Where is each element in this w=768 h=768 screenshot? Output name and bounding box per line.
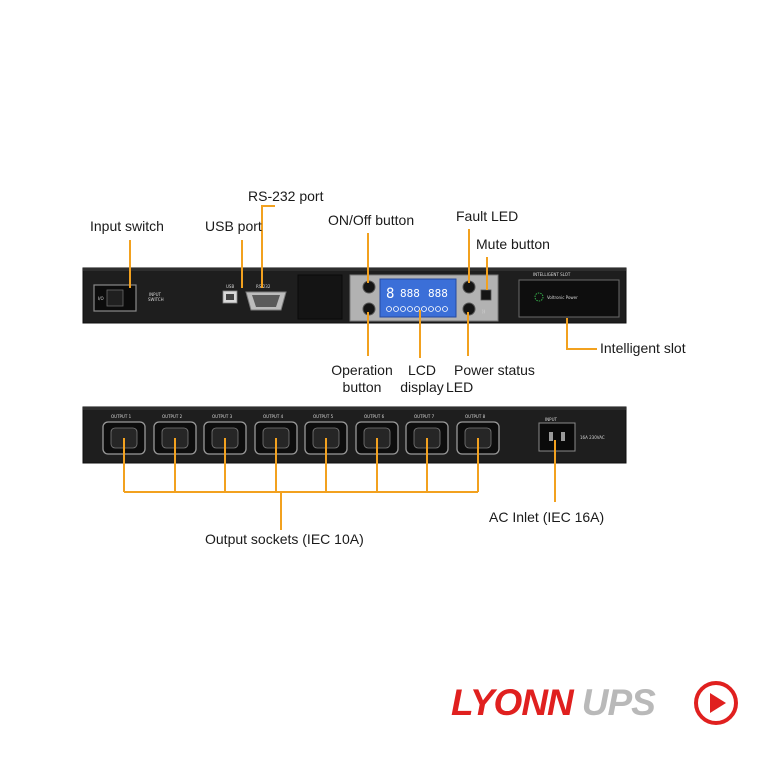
input-rating: 16A 230VAC: [580, 435, 605, 440]
label-mute-button: Mute button: [476, 236, 550, 252]
mute-button: [480, 289, 492, 301]
output-socket-label: OUTPUT 3: [212, 414, 233, 419]
label-lcd-display-line1: LCD: [407, 362, 436, 378]
label-input-switch: Input switch: [90, 218, 164, 234]
usb-port: USB: [222, 284, 238, 304]
output-socket-label: OUTPUT 4: [263, 414, 284, 419]
label-fault-led: Fault LED: [456, 208, 519, 224]
label-lcd-display: LCD display: [399, 362, 445, 396]
output-socket-label: OUTPUT 2: [162, 414, 183, 419]
lcd-display: 8 888 888: [379, 278, 457, 318]
lcd-digit-3: 888: [428, 287, 448, 300]
switch-label-line2: SWITCH: [148, 297, 164, 302]
logo-word-ups: UPS: [581, 682, 656, 723]
rs232-port: RS-232: [245, 284, 287, 311]
ac-inlet: INPUT 16A 230VAC: [538, 417, 605, 452]
usb-label: USB: [226, 284, 234, 289]
label-output-sockets: Output sockets (IEC 10A): [205, 531, 364, 547]
label-onoff-button: ON/Off button: [328, 212, 415, 228]
output-socket-label: OUTPUT 8: [465, 414, 486, 419]
rear-panel: OUTPUT 1 OUTPUT 2 OUTPUT 3 OUTPUT 4 OUTPUT 5…: [82, 406, 627, 464]
svg-text:I/O: I/O: [98, 296, 104, 301]
label-power-status-line2: LED: [446, 379, 474, 395]
slot-title: INTELLIGENT SLOT: [533, 272, 571, 277]
rs232-label: RS-232: [256, 284, 271, 289]
output-socket-label: OUTPUT 7: [414, 414, 435, 419]
svg-text:)): )): [482, 309, 486, 314]
label-rs232-port: RS-232 port: [248, 188, 324, 204]
label-power-status-line1: Power status: [454, 362, 535, 378]
logo-play-icon: [694, 681, 738, 725]
input-label: INPUT: [545, 417, 558, 422]
lcd-digit-2: 888: [400, 287, 420, 300]
label-intelligent-slot: Intelligent slot: [600, 340, 686, 356]
front-panel: I/O INPUT SWITCH USB RS-232 8 888: [82, 267, 627, 324]
label-operation-button-line1: Operation: [331, 362, 393, 378]
label-operation-button-line2: button: [342, 379, 382, 395]
leader-lines: [123, 205, 597, 530]
label-power-status: Power status LED: [446, 362, 535, 396]
intelligent-slot: INTELLIGENT SLOT Voltronic Power: [518, 272, 620, 318]
control-panel: 8 888 888 )): [349, 274, 499, 322]
label-usb-port: USB port: [205, 218, 262, 234]
logo-word-lyonn: LYONN: [451, 682, 574, 723]
label-ac-inlet: AC Inlet (IEC 16A): [489, 509, 605, 525]
slot-card-text: Voltronic Power: [547, 295, 578, 300]
label-operation-button: Operation button: [326, 362, 398, 396]
output-socket-label: OUTPUT 1: [111, 414, 132, 419]
output-socket-label: OUTPUT 6: [364, 414, 385, 419]
label-lcd-display-line2: display: [400, 379, 444, 395]
lcd-digit-1: 8: [386, 286, 394, 302]
blank-window: [297, 274, 343, 320]
input-switch: I/O INPUT SWITCH: [93, 284, 164, 312]
output-socket-label: OUTPUT 5: [313, 414, 334, 419]
switch-label-line1: INPUT: [149, 292, 162, 297]
